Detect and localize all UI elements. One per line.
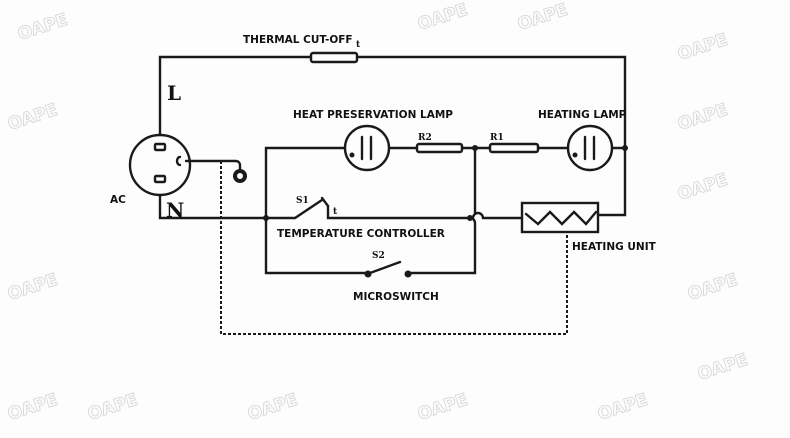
watermark-text: OAPE [675,100,730,135]
watermarks: OAPE OAPE OAPE OAPE OAPE OAPE OAPE OAPE OAPE OAPE… [5,0,751,425]
watermark-text: OAPE [515,0,570,35]
temperature-controller-label: TEMPERATURE CONTROLLER [277,228,445,240]
s2-label: S2 [372,251,385,261]
watermark-text: OAPE [5,270,60,305]
watermark-text: OAPE [695,350,750,385]
watermark-text: OAPE [245,390,300,425]
watermark-text: OAPE [15,10,70,45]
thermal-t-label: t [356,40,361,50]
r1-label: R1 [490,133,504,143]
live-wire [158,55,627,217]
heating-unit-icon [520,201,600,234]
ground-terminal-center [237,173,243,179]
watermark-text: OAPE [5,100,60,135]
heat-preservation-lamp-label: HEAT PRESERVATION LAMP [293,109,453,121]
switch-s2-contact [364,270,372,278]
live-label: L [167,81,181,105]
watermark-text: OAPE [415,390,470,425]
watermark-text: OAPE [5,390,60,425]
watermark-text: OAPE [685,270,740,305]
watermark-text: OAPE [415,0,470,35]
resistor-r1 [488,142,540,154]
heat-preservation-lamp-icon [343,124,391,172]
junction-dot [472,145,478,151]
watermark-text: OAPE [595,390,650,425]
resistor-r2 [415,142,464,154]
r2-label: R2 [418,133,432,143]
earth-wire [184,159,242,172]
watermark-text: OAPE [675,170,730,205]
switch-s2-blade [368,260,402,275]
junction-dot [622,145,628,151]
ground-dashed-line [220,161,568,335]
s1-label: S1 [296,196,309,206]
switch-s2-contact [404,270,412,278]
neutral-label: N [166,198,184,222]
heating-lamp-label: HEATING LAMP [538,109,627,121]
ac-label: AC [110,194,126,206]
watermark-text: OAPE [675,30,730,65]
thermal-cutoff-fuse [309,51,359,64]
ac-socket [128,133,192,197]
heating-unit-label: HEATING UNIT [572,241,657,253]
watermark-text: OAPE [85,390,140,425]
microswitch-label: MICROSWITCH [353,291,439,303]
s1-t-label: t [333,207,338,217]
neutral-wire [158,193,524,220]
thermal-cutoff-label: THERMAL CUT-OFF [243,34,353,46]
switch-s1-blade [320,196,330,208]
microswitch-branch-wire [264,216,477,275]
heating-lamp-icon [566,124,614,172]
